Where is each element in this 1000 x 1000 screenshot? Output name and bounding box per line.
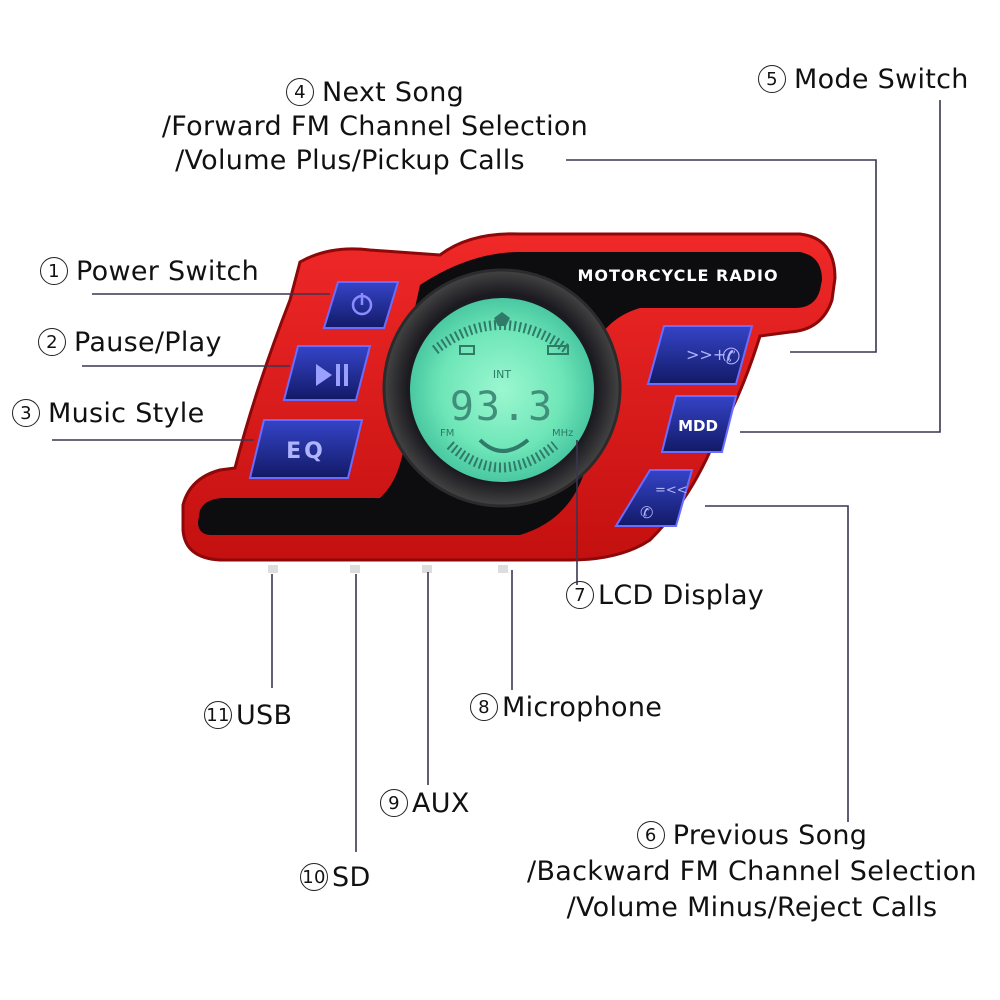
callout-text: USB	[236, 700, 293, 731]
callout-power: 1 Power Switch	[40, 256, 259, 287]
callout-music-style: 3 Music Style	[12, 398, 205, 429]
svg-text:=<<: =<<	[655, 483, 688, 498]
phone-icon: ✆	[722, 345, 740, 370]
callout-lines	[52, 100, 941, 852]
callout-number: 10	[300, 863, 328, 891]
callout-text: SD	[332, 862, 371, 893]
eq-button[interactable]: EQ	[248, 419, 364, 479]
eq-button-label: EQ	[286, 439, 326, 464]
callout-text: Music Style	[48, 398, 205, 429]
callout-text-line1: Previous Song	[672, 820, 868, 851]
mode-button[interactable]: MDD	[660, 395, 738, 453]
lcd-frequency: 93.3	[450, 384, 554, 430]
mic-port	[498, 565, 508, 573]
callout-text: AUX	[412, 788, 470, 819]
callout-line-next	[566, 159, 877, 353]
lcd-mhz-label: MHz	[552, 428, 573, 439]
callout-number: 6	[636, 821, 665, 849]
lcd-int-label: INT	[493, 368, 511, 381]
usb-port	[268, 565, 278, 573]
callout-text-line1: Next Song	[321, 77, 465, 108]
callout-text: Microphone	[502, 692, 663, 723]
reject-call-icon: ✆	[640, 503, 653, 522]
callout-text: Mode Switch	[794, 64, 969, 95]
callout-number: 7	[566, 581, 594, 609]
callout-number: 1	[40, 257, 68, 285]
callout-text-line3: /Volume Plus/Pickup Calls	[175, 145, 525, 176]
callout-mode-switch: 5 Mode Switch	[758, 64, 969, 95]
sd-port	[350, 565, 360, 573]
callout-number: 5	[758, 65, 786, 93]
callout-text: Pause/Play	[74, 327, 222, 358]
power-button[interactable]	[322, 281, 400, 329]
callout-number: 9	[380, 789, 408, 817]
callout-text-line3: /Volume Minus/Reject Calls	[566, 892, 938, 923]
callout-number: 11	[204, 701, 232, 729]
mode-button-label: MDD	[678, 417, 718, 435]
callout-number: 4	[285, 78, 314, 106]
callout-pause: 2 Pause/Play	[38, 327, 222, 358]
lcd-screen	[410, 298, 594, 482]
callout-number: 2	[38, 328, 66, 356]
brand-text: MOTORCYCLE RADIO	[577, 266, 778, 285]
pause-play-button[interactable]	[282, 345, 372, 401]
next-song-button[interactable]: >>+ ✆	[646, 325, 754, 385]
callout-line-mode	[740, 100, 941, 433]
callout-number: 3	[12, 399, 40, 427]
lcd-fm-label: FM	[440, 428, 454, 439]
previous-song-button[interactable]: =<< ✆	[614, 469, 694, 527]
callout-text: LCD Display	[598, 580, 765, 611]
callout-text: Power Switch	[76, 256, 260, 287]
svg-text:>>+: >>+	[686, 345, 726, 364]
aux-port	[422, 565, 432, 573]
callout-number: 8	[470, 693, 498, 721]
callout-line-previous	[705, 505, 849, 822]
callout-text-line2: /Forward FM Channel Selection	[161, 111, 589, 142]
callout-text-line2: /Backward FM Channel Selection	[527, 856, 977, 887]
